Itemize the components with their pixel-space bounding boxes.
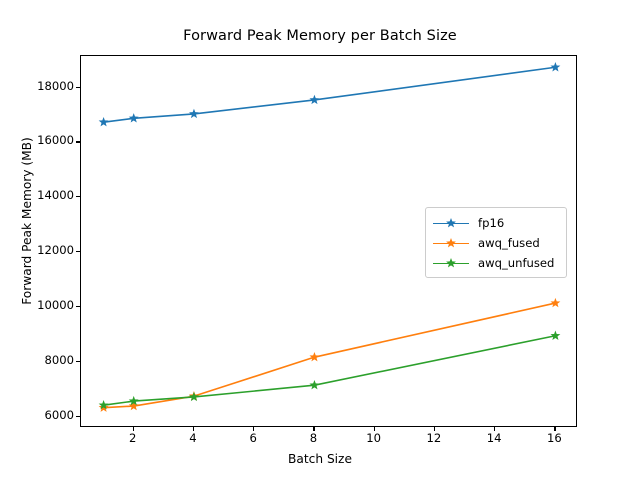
y-axis-label: Forward Peak Memory (MB) [20,137,34,305]
x-tick-mark [132,427,134,431]
x-tick-label: 8 [309,431,318,445]
legend-swatch [433,216,469,230]
data-point-marker [98,400,109,410]
x-tick-mark [192,427,195,431]
data-point-marker [128,400,139,411]
legend-swatch [433,236,469,250]
legend-label: awq_unfused [478,256,555,270]
x-tick-mark [433,427,436,431]
x-tick-mark [313,427,315,431]
chart-legend[interactable]: fp16 awq_fused awq_unfused [425,207,567,278]
data-point-marker [189,108,199,119]
x-tick-label: 10 [366,431,382,445]
y-tick-label: 12000 [37,243,74,258]
legend-item-awq_fused[interactable]: awq_fused [433,233,559,253]
data-point-marker [128,113,139,123]
x-tick-mark [494,427,496,431]
x-tick-label: 12 [426,431,442,445]
y-tick-label: 6000 [44,408,74,423]
data-point-marker [550,330,561,340]
x-tick-label: 2 [129,431,137,445]
y-tick-label: 10000 [37,298,74,313]
data-point-marker [309,351,320,362]
x-tick-label: 4 [189,431,197,445]
y-tick-mark [76,361,80,363]
y-tick-mark [76,416,80,418]
x-axis-label: Batch Size [288,452,352,466]
x-tick-mark [373,427,375,431]
data-point-marker [550,62,561,72]
x-tick-mark [554,427,556,431]
x-tick-label: 14 [486,431,502,445]
chart-title: Forward Peak Memory per Batch Size [183,28,457,44]
y-tick-label: 14000 [37,188,74,203]
x-tick-mark [253,427,255,431]
series-line [102,66,557,123]
legend-item-fp16[interactable]: fp16 [433,213,559,233]
data-point-marker [550,297,561,308]
series-fp16 [98,62,561,127]
data-point-marker [189,391,199,402]
y-tick-label: 18000 [37,78,74,93]
data-point-marker [309,94,320,105]
legend-star-icon [446,258,456,268]
legend-swatch [433,256,469,270]
series-awq_fused [98,297,561,412]
y-tick-mark [76,141,80,143]
data-point-marker [98,116,109,127]
y-tick-mark [76,196,80,198]
y-tick-mark [76,306,80,308]
data-point-marker [309,379,320,390]
y-tick-mark [76,251,80,253]
series-awq_unfused [98,330,561,410]
legend-star-icon [446,238,456,248]
legend-star-icon [446,218,456,228]
series-layer [98,62,561,412]
y-tick-mark [76,86,80,88]
legend-label: awq_fused [478,236,540,250]
plot-inner [81,56,576,426]
series-line [102,334,557,407]
x-tick-label: 6 [249,431,257,445]
legend-label: fp16 [478,216,505,230]
y-tick-label: 8000 [44,353,74,368]
series-line [102,302,557,409]
legend-item-awq_unfused[interactable]: awq_unfused [433,253,559,273]
x-tick-label: 16 [547,431,562,445]
data-point-marker [128,395,139,406]
y-tick-label: 16000 [37,133,74,148]
